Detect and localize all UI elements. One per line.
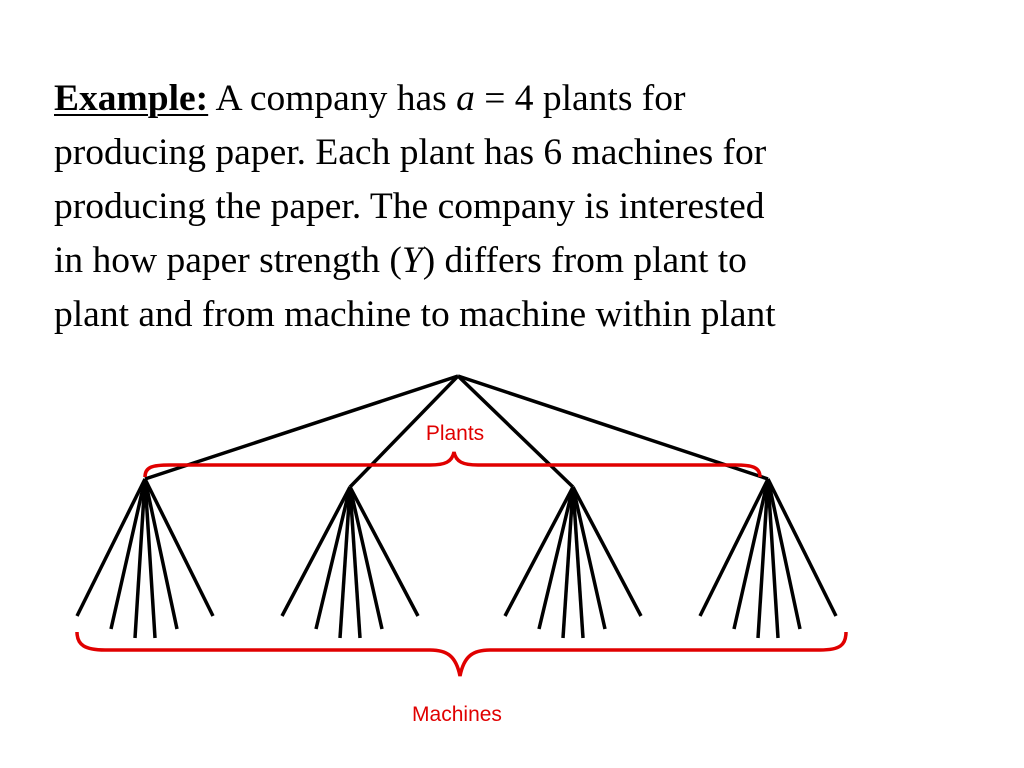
machine-branch-3-1	[503, 486, 575, 617]
machine-branch-3-2	[537, 486, 575, 630]
statement-line-1: Example: A company has a = 4 plants for	[54, 72, 984, 126]
machine-branch-3-3	[561, 486, 575, 639]
plant-branch-2	[348, 374, 460, 489]
example-label: Example:	[54, 78, 209, 119]
plant-branch-3	[456, 374, 575, 489]
machine-branch-1-1	[75, 478, 147, 617]
statement-line-5: plant and from machine to machine within…	[54, 294, 776, 335]
machine-branch-2-1	[280, 486, 352, 617]
machine-branch-2-5	[348, 486, 384, 630]
machine-branch-1-4	[143, 478, 157, 639]
plant-branch-4	[457, 374, 769, 481]
statement-text: = 4 plants for	[474, 78, 686, 119]
statement-line-4: in how paper strength (Y) differs from p…	[54, 234, 984, 288]
tree-braces	[75, 451, 848, 677]
statement-text: ) differs from plant to	[422, 240, 747, 281]
machine-branch-4-5	[766, 478, 802, 630]
statement-text: A company has	[208, 78, 457, 119]
machine-branch-1-2	[109, 478, 147, 630]
machine-branch-4-2	[732, 478, 770, 630]
machine-branch-1-6	[143, 478, 215, 617]
machines-label: Machines	[412, 703, 502, 726]
machine-branch-3-6	[571, 486, 643, 617]
plant-branch-1	[144, 374, 459, 481]
machine-branch-2-6	[348, 486, 420, 617]
plants-brace	[143, 451, 762, 478]
example-statement: Example: A company has a = 4 plants for …	[54, 72, 984, 342]
machine-branch-1-3	[133, 478, 147, 639]
machine-branch-4-6	[766, 478, 838, 617]
variable-a: a	[456, 78, 475, 119]
statement-line-3: producing the paper. The company is inte…	[54, 186, 765, 227]
machine-branch-4-1	[698, 478, 770, 617]
machine-branch-2-3	[338, 486, 352, 639]
machine-branch-2-4	[348, 486, 362, 639]
statement-line-2: producing paper. Each plant has 6 machin…	[54, 132, 767, 173]
variable-y: Y	[401, 240, 423, 281]
statement-text: in how paper strength (	[54, 240, 402, 281]
machine-branch-4-3	[756, 478, 770, 639]
machine-branch-4-4	[766, 478, 780, 639]
machine-branch-1-5	[143, 478, 179, 630]
machine-branch-3-5	[571, 486, 607, 630]
machine-branch-3-4	[571, 486, 585, 639]
machine-branch-2-2	[314, 486, 352, 630]
machines-brace	[75, 631, 848, 677]
plants-label: Plants	[426, 422, 484, 445]
tree-edges	[75, 374, 838, 639]
